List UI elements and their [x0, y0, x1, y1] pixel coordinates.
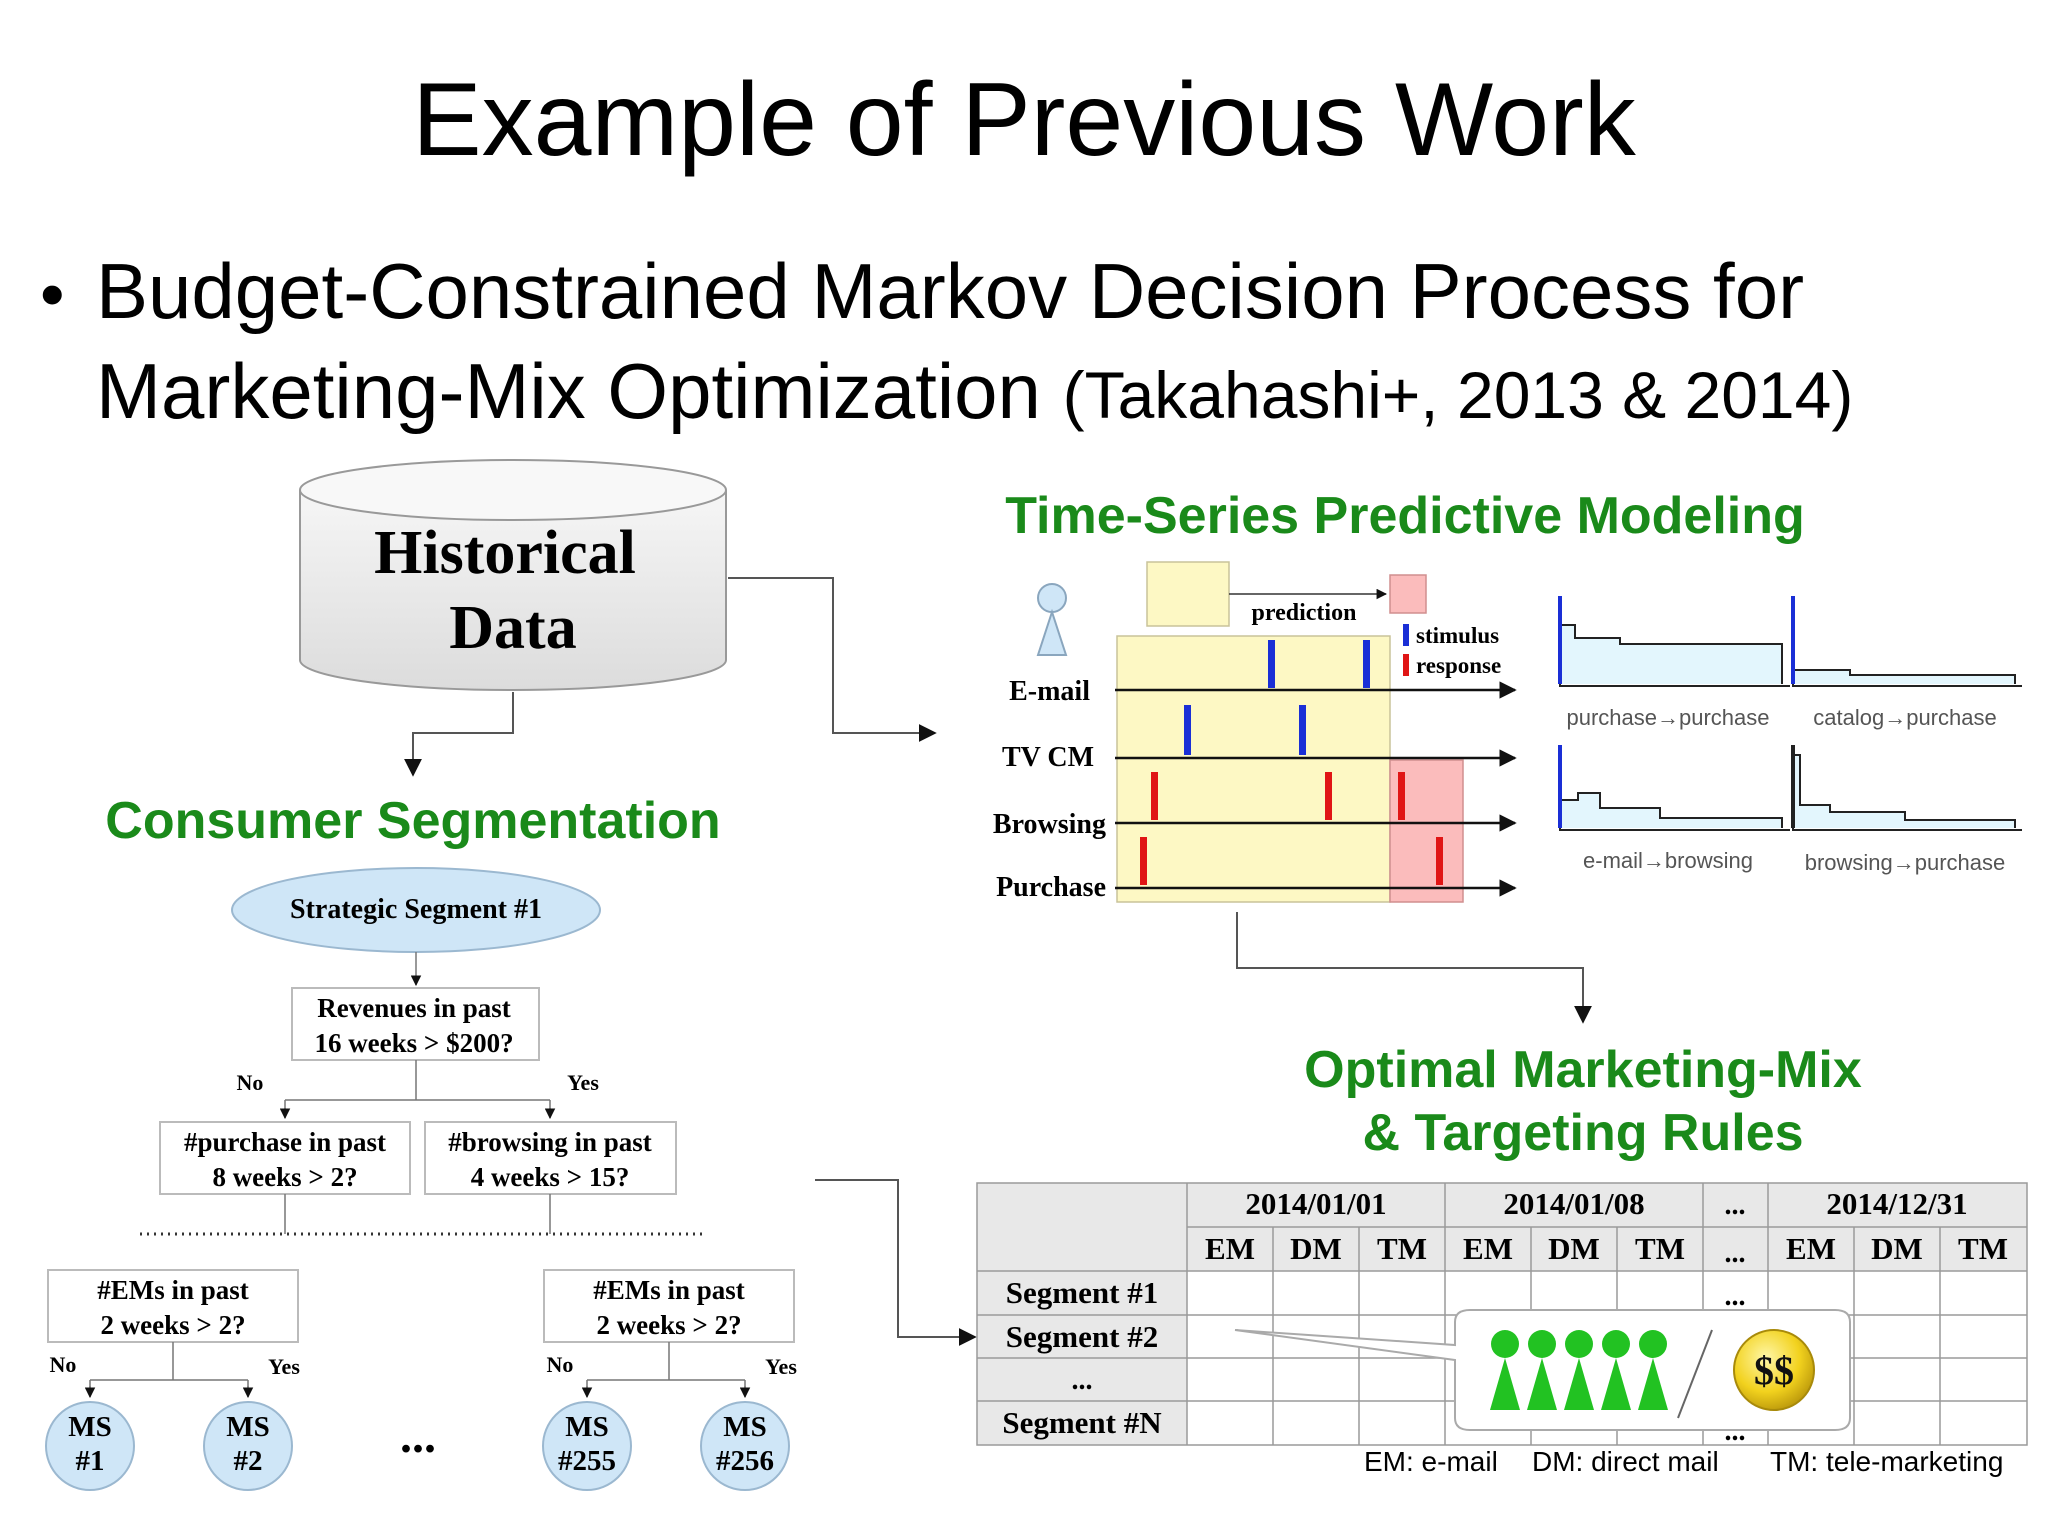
- em-question-left-line-1: #EMs in past: [97, 1275, 249, 1305]
- prediction-label: prediction: [1252, 600, 1357, 626]
- q1-no-label: No: [237, 1070, 264, 1095]
- channel-dm-1: DM: [1290, 1231, 1342, 1266]
- response-curve-panels: purchase→purchase catalog→purchase e-mai…: [1558, 596, 2022, 875]
- leaf-ms-255-line-2: #255: [558, 1445, 616, 1477]
- stimulus-legend: stimulus: [1416, 623, 1499, 648]
- historical-data-label-1: Historical: [374, 519, 636, 587]
- panel-label-purchase-purchase: purchase→purchase: [1566, 705, 1769, 730]
- panel-purchase-purchase: purchase→purchase: [1558, 596, 1790, 730]
- panel-label-email-browsing: e-mail→browsing: [1583, 848, 1753, 873]
- time-series-heading: Time-Series Predictive Modeling: [1005, 487, 1805, 545]
- leaf-ms-1-line-1: MS: [68, 1411, 112, 1443]
- response-legend: response: [1416, 653, 1501, 678]
- browsing-question-line-2: 4 weeks > 15?: [471, 1162, 630, 1192]
- legend-dm: DM: direct mail: [1532, 1446, 1719, 1477]
- money-label: $$: [1754, 1348, 1794, 1393]
- row-label-email: E-mail: [1009, 676, 1090, 707]
- optimal-heading-line-2: & Targeting Rules: [1362, 1104, 1803, 1162]
- bullet-line-2: Marketing-Mix Optimization (Takahashi+, …: [96, 347, 1853, 435]
- revenue-question-line-1: Revenues in past: [317, 993, 511, 1023]
- decision-tree: Strategic Segment #1 Revenues in past 16…: [45, 867, 797, 1491]
- strategic-segment-label: Strategic Segment #1: [290, 894, 542, 925]
- bullet-citation: (Takahashi+, 2013 & 2014): [1063, 358, 1854, 432]
- arrow-to-optimal: [1236, 912, 1592, 1024]
- arrow-to-timeseries: [728, 577, 937, 742]
- arrow-to-segmentation: [404, 692, 514, 777]
- legend-tm: TM: tele-marketing: [1770, 1446, 2003, 1477]
- bullet-line-1: Budget-Constrained Markov Decision Proce…: [96, 247, 1804, 335]
- time-series-diagram: prediction stimulus response E-mail TV C…: [993, 561, 1517, 903]
- leaf-ms-2-line-1: MS: [226, 1411, 270, 1443]
- leaf-ms-2-line-2: #2: [234, 1445, 263, 1477]
- segment-row-ellipsis: ...: [1072, 1365, 1093, 1396]
- page-title: Example of Previous Work: [412, 62, 1636, 178]
- q4-right-yes-label: Yes: [765, 1354, 797, 1379]
- channel-dm-2: DM: [1548, 1231, 1600, 1266]
- consumer-group-icon: [1490, 1330, 1668, 1410]
- purchase-question-line-2: 8 weeks > 2?: [212, 1162, 357, 1192]
- marketing-mix-table: 2014/01/01 2014/01/08 ... 2014/12/31 EM …: [976, 1182, 2028, 1447]
- date-header-3: 2014/12/31: [1826, 1186, 1967, 1221]
- purchase-question-line-1: #purchase in past: [184, 1127, 386, 1157]
- q1-yes-label: Yes: [567, 1070, 599, 1095]
- revenue-question-line-2: 16 weeks > $200?: [314, 1028, 513, 1058]
- channel-tm-3: TM: [1958, 1231, 2008, 1266]
- channel-dm-3: DM: [1871, 1231, 1923, 1266]
- segment-row-1: Segment #1: [1006, 1275, 1158, 1310]
- date-header-2: 2014/01/08: [1503, 1186, 1644, 1221]
- panel-email-browsing: e-mail→browsing: [1558, 745, 1790, 873]
- date-header-1: 2014/01/01: [1245, 1186, 1386, 1221]
- bullet-line-2-main: Marketing-Mix Optimization: [96, 347, 1063, 435]
- browsing-question-box: [424, 1121, 677, 1195]
- person-icon: [1037, 583, 1067, 613]
- date-header-ellipsis: ...: [1725, 1190, 1746, 1221]
- panel-label-catalog-purchase: catalog→purchase: [1813, 705, 1996, 730]
- row-label-purchase: Purchase: [996, 872, 1106, 903]
- leaf-ms-2: MS #2: [203, 1401, 293, 1491]
- panel-label-browsing-purchase: browsing→purchase: [1805, 850, 2006, 875]
- purchase-question-box: [159, 1121, 411, 1195]
- leaf-ms-255: MS #255: [542, 1401, 632, 1491]
- channel-ellipsis: ...: [1725, 1238, 1746, 1269]
- historical-data-label-2: Data: [449, 594, 576, 662]
- channel-em-2: EM: [1463, 1231, 1513, 1266]
- channel-tm-1: TM: [1377, 1231, 1427, 1266]
- segment-row-n: Segment #N: [1002, 1405, 1161, 1440]
- channel-tm-2: TM: [1635, 1231, 1685, 1266]
- channel-em-1: EM: [1205, 1231, 1255, 1266]
- row-label-tvcm: TV CM: [1002, 742, 1094, 773]
- historical-data-cylinder: Historical Data: [299, 459, 727, 691]
- q4-left-yes-label: Yes: [268, 1354, 300, 1379]
- q4-right-no-label: No: [547, 1352, 574, 1377]
- optimal-heading-line-1: Optimal Marketing-Mix: [1304, 1041, 1862, 1099]
- leaf-ms-255-line-1: MS: [565, 1411, 609, 1443]
- money-coin-icon: $$: [1733, 1329, 1815, 1411]
- cell-ellipsis-1: ...: [1725, 1281, 1746, 1312]
- bullet-marker: •: [40, 255, 65, 333]
- revenue-question-box: [291, 987, 540, 1061]
- q4-left-no-label: No: [50, 1352, 77, 1377]
- leaf-ms-256-line-1: MS: [723, 1411, 767, 1443]
- leaf-ms-256: MS #256: [700, 1401, 790, 1491]
- row-label-browsing: Browsing: [993, 809, 1106, 840]
- leaf-ellipsis: ...: [400, 1410, 436, 1463]
- consumer-segmentation-heading: Consumer Segmentation: [105, 792, 720, 850]
- em-question-left-line-2: 2 weeks > 2?: [100, 1310, 245, 1340]
- leaf-ms-1: MS #1: [45, 1401, 135, 1491]
- panel-catalog-purchase: catalog→purchase: [1791, 596, 2022, 730]
- segment-row-2: Segment #2: [1006, 1319, 1158, 1354]
- channel-em-3: EM: [1786, 1231, 1836, 1266]
- leaf-ms-256-line-2: #256: [716, 1445, 774, 1477]
- em-question-right-line-2: 2 weeks > 2?: [596, 1310, 741, 1340]
- leaf-ms-1-line-2: #1: [76, 1445, 105, 1477]
- panel-browsing-purchase: browsing→purchase: [1791, 745, 2022, 875]
- arrow-to-table: [815, 1179, 977, 1346]
- browsing-question-line-1: #browsing in past: [448, 1127, 652, 1157]
- legend-em: EM: e-mail: [1364, 1446, 1498, 1477]
- em-question-right-line-1: #EMs in past: [593, 1275, 745, 1305]
